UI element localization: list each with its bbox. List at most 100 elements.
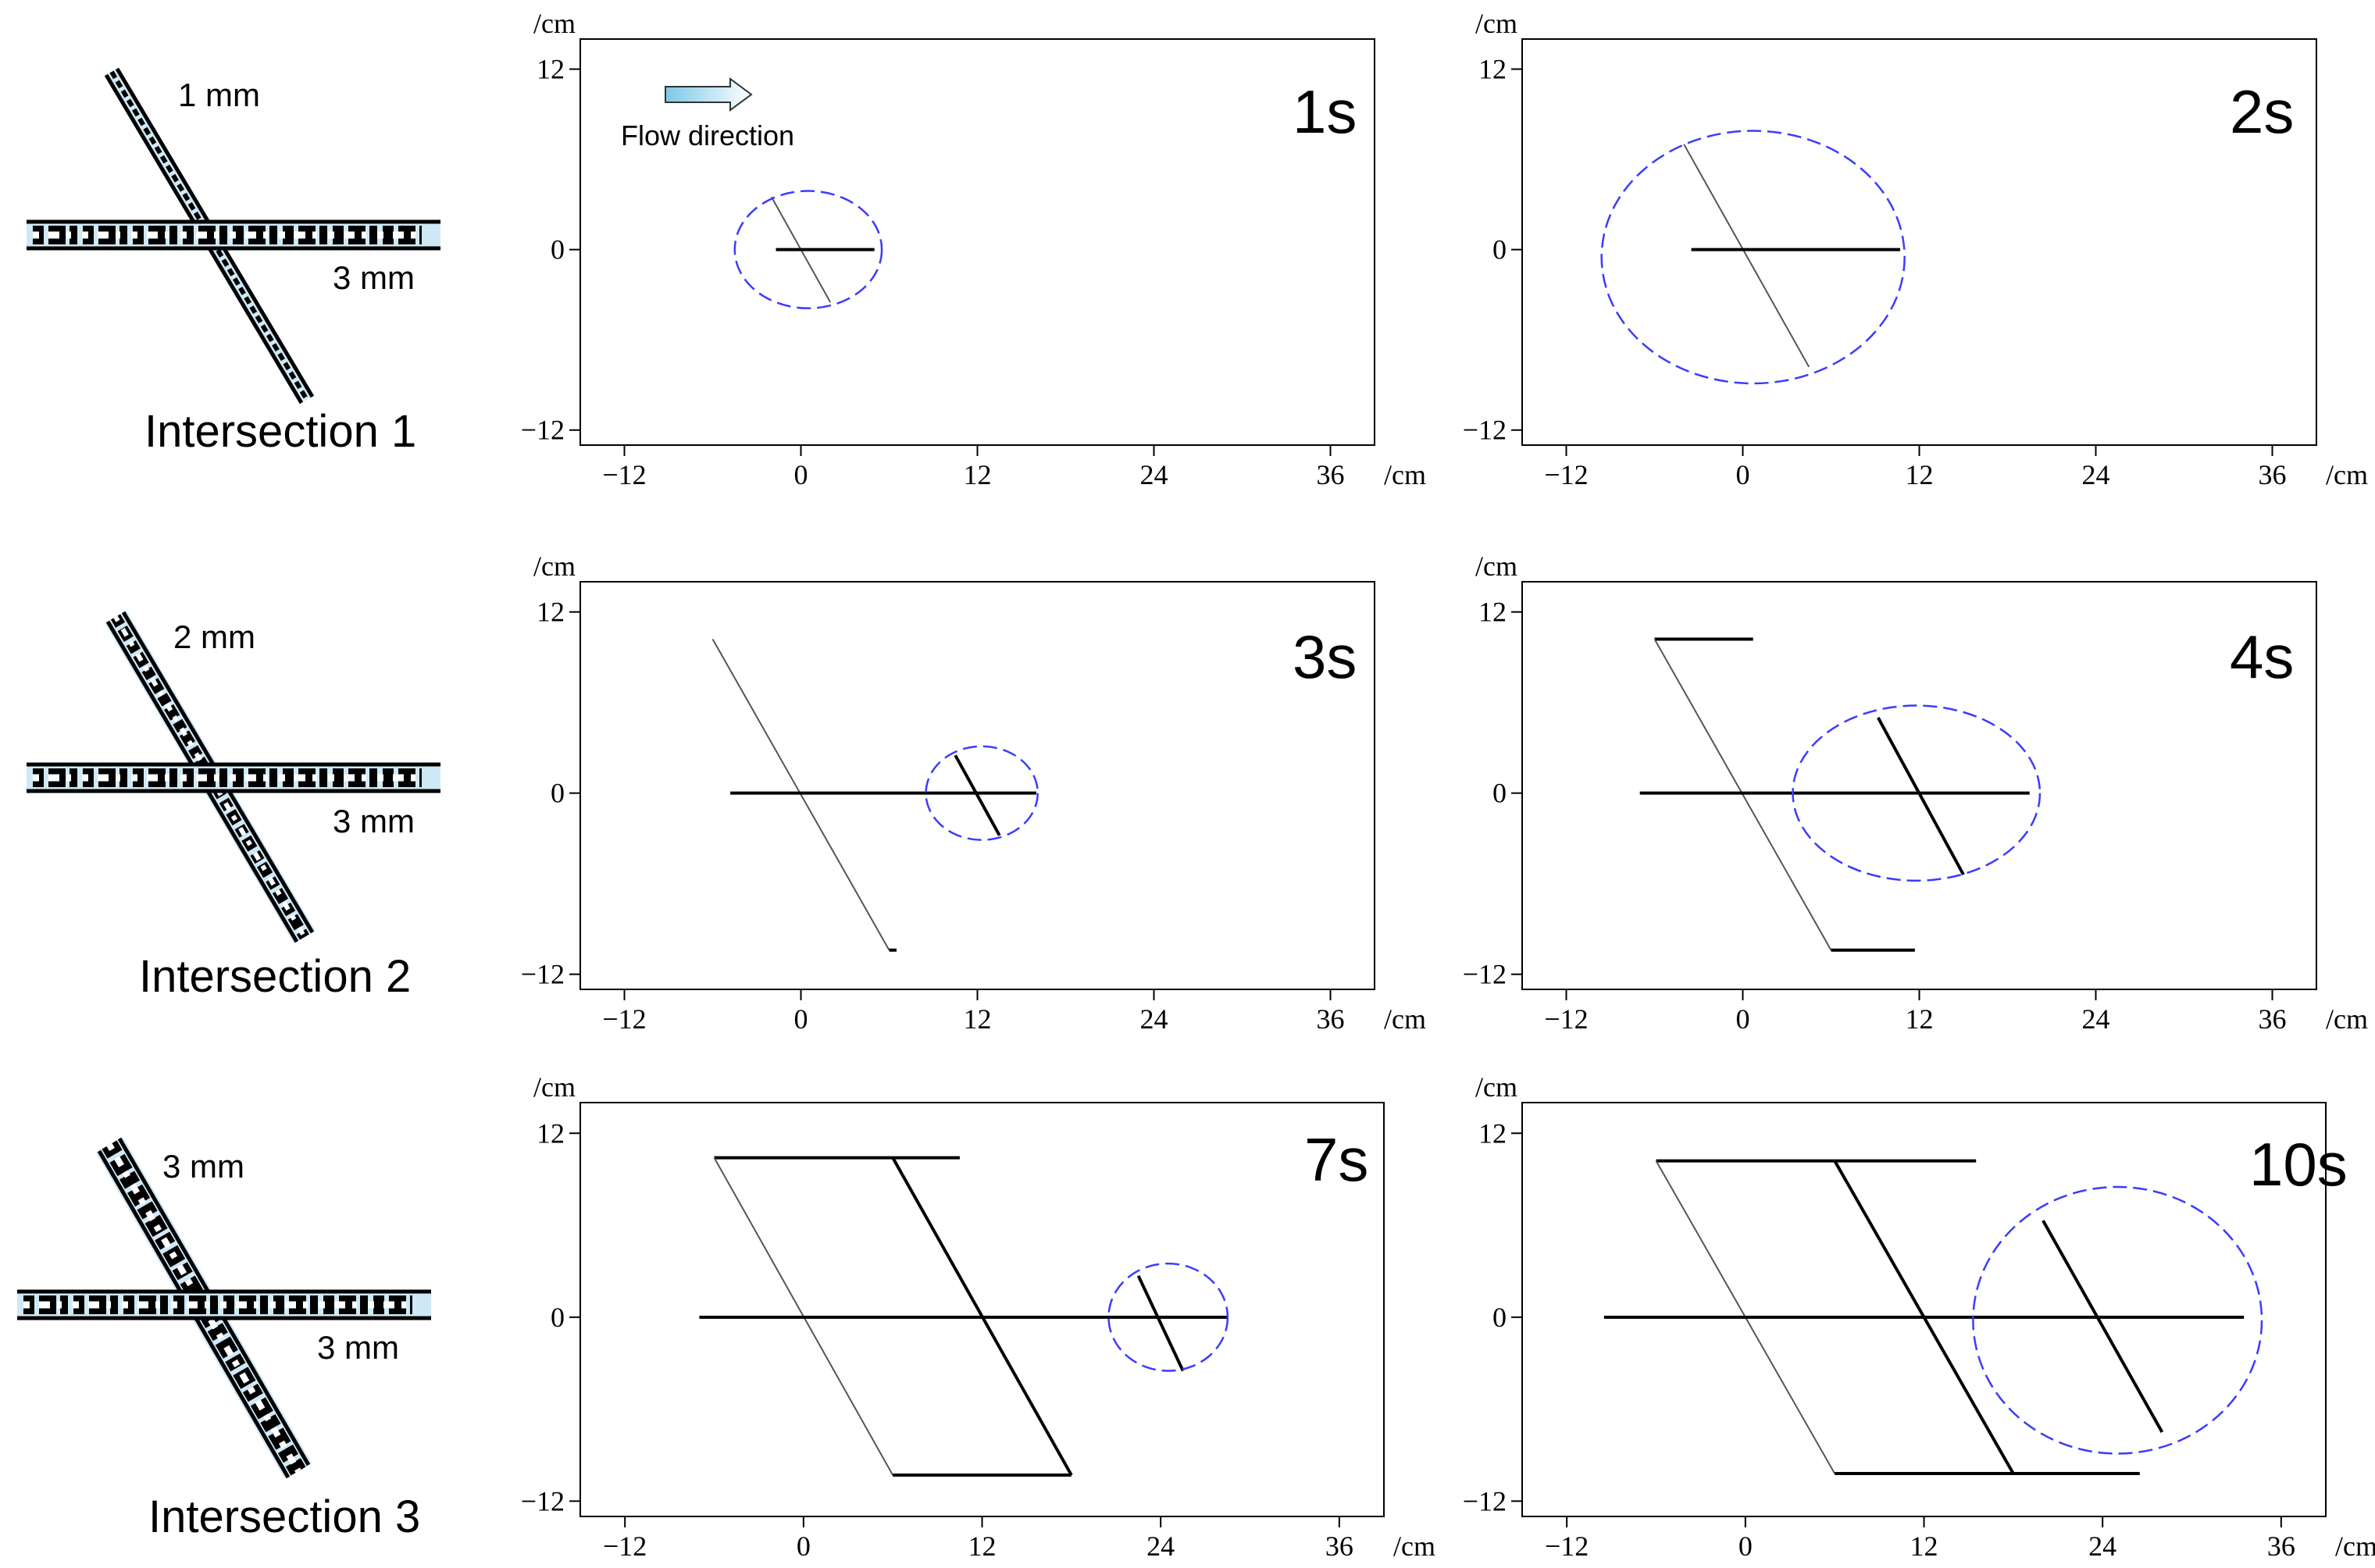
intersection-title: Intersection 2 — [139, 951, 411, 1002]
fracture-segment — [2042, 1220, 2164, 1434]
x-tick-label: 24 — [1140, 1003, 1168, 1035]
x-tick-label: 24 — [1140, 459, 1168, 490]
y-tick-label: 0 — [551, 234, 565, 265]
y-tick-label: −12 — [521, 415, 565, 446]
y-tick-label: 12 — [537, 54, 565, 85]
horizontal-channel — [17, 1289, 431, 1320]
y-tick-label: 12 — [537, 597, 565, 628]
x-tick-label: 24 — [2082, 1003, 2110, 1035]
front-ellipse — [1107, 1262, 1229, 1372]
x-tick-label: 24 — [2082, 459, 2110, 490]
x-tick-label: −12 — [602, 459, 646, 490]
y-tick-label: 0 — [1492, 778, 1507, 809]
y-tick-label: 0 — [1492, 1302, 1507, 1333]
intersection-sketch-1: 1 mm 3 mm Intersection 1 — [27, 67, 440, 457]
front-ellipse — [733, 190, 883, 309]
plot-frame — [1521, 581, 2317, 990]
x-tick-label: 36 — [2267, 1531, 2295, 1562]
time-label: 7s — [1304, 1125, 1368, 1194]
x-tick-label: 0 — [1736, 1003, 1750, 1035]
arrow-shape — [665, 77, 753, 112]
intersection-sketch-3: 3 mm 3 mm Intersection 3 — [17, 1136, 431, 1542]
x-tick-label: 0 — [797, 1531, 811, 1562]
x-unit-label: /cm — [2335, 1531, 2375, 1562]
plot-frame — [579, 581, 1375, 990]
y-tick-label: −12 — [1463, 959, 1507, 990]
y-tick-label: 0 — [551, 1302, 565, 1333]
time-label: 2s — [2230, 77, 2294, 146]
y-unit-label: /cm — [533, 8, 576, 39]
x-unit-label: /cm — [2326, 1003, 2368, 1035]
plot-frame — [579, 1102, 1385, 1517]
x-tick-label: 12 — [1910, 1531, 1938, 1562]
x-tick-label: 12 — [964, 459, 992, 490]
plot-frame — [1521, 38, 2317, 446]
x-tick-label: −12 — [1544, 1003, 1588, 1035]
x-tick-label: 24 — [2088, 1531, 2116, 1562]
y-unit-label: /cm — [1475, 551, 1517, 582]
chart-panel-6: −12 0 12 24 36 12 0 −12/cm/cm 10s — [1463, 1071, 2375, 1562]
y-unit-label: /cm — [1475, 8, 1517, 39]
x-tick-label: 0 — [794, 459, 808, 490]
y-tick-label: 0 — [551, 778, 565, 809]
x-tick-label: 12 — [964, 1003, 992, 1035]
horizontal-channel — [27, 762, 440, 793]
x-tick-label: 36 — [1325, 1531, 1353, 1562]
front-ellipse — [1600, 130, 1906, 385]
x-tick-label: −12 — [1544, 459, 1588, 490]
x-tick-label: −12 — [1545, 1531, 1589, 1562]
x-tick-label: 0 — [1738, 1531, 1753, 1562]
fracture-segment — [954, 754, 1001, 836]
x-tick-label: 36 — [2259, 1003, 2287, 1035]
x-tick-label: 36 — [1317, 1003, 1345, 1035]
x-tick-label: 12 — [1906, 459, 1934, 490]
intersection-sketch-2: 2 mm 3 mm Intersection 2 — [27, 610, 440, 1002]
intersection-title: Intersection 3 — [148, 1491, 420, 1542]
intersection-title: Intersection 1 — [144, 406, 416, 457]
flow-direction-label: Flow direction — [621, 119, 794, 151]
plot-frame — [1521, 1102, 2327, 1517]
y-tick-label: 12 — [1478, 1117, 1507, 1149]
right-arrow-icon — [665, 77, 753, 112]
y-tick-label: 12 — [1478, 54, 1507, 85]
x-unit-label: /cm — [1384, 1003, 1426, 1035]
x-tick-label: 0 — [794, 1003, 808, 1035]
y-tick-label: 0 — [1492, 234, 1507, 265]
front-ellipse — [1792, 704, 2042, 882]
x-tick-label: 12 — [1906, 1003, 1934, 1035]
y-unit-label: /cm — [533, 551, 576, 582]
x-tick-label: −12 — [602, 1003, 646, 1035]
chart-panel-3: −12 0 12 24 36 12 0 −12/cm/cm 3s — [521, 551, 1426, 1035]
fracture-segment — [1683, 144, 1810, 368]
y-tick-label: −12 — [521, 1485, 565, 1516]
x-tick-label: 36 — [1317, 459, 1345, 490]
x-tick-label: 12 — [968, 1531, 997, 1562]
y-tick-label: 12 — [1478, 597, 1507, 628]
time-label: 1s — [1293, 77, 1357, 146]
y-unit-label: /cm — [533, 1071, 576, 1103]
front-ellipse — [1972, 1185, 2263, 1455]
y-tick-label: −12 — [1463, 415, 1507, 446]
aperture-label-b: 3 mm — [317, 1329, 399, 1366]
y-tick-label: 12 — [537, 1117, 565, 1149]
time-label: 4s — [2230, 622, 2294, 691]
time-label: 3s — [1293, 622, 1357, 691]
x-tick-label: 36 — [2259, 459, 2287, 490]
front-ellipse — [925, 745, 1039, 841]
x-tick-label: 0 — [1736, 459, 1750, 490]
y-tick-label: −12 — [521, 959, 565, 990]
aperture-label-a: 2 mm — [173, 618, 255, 655]
fracture-segment — [1136, 1274, 1185, 1372]
y-unit-label: /cm — [1475, 1071, 1517, 1103]
aperture-label-b: 3 mm — [333, 259, 415, 296]
x-unit-label: /cm — [1384, 459, 1426, 490]
y-tick-label: −12 — [1463, 1485, 1507, 1516]
x-unit-label: /cm — [2326, 459, 2368, 490]
x-tick-label: 24 — [1146, 1531, 1175, 1562]
time-label: 10s — [2249, 1130, 2348, 1199]
fracture-segment — [1877, 717, 1965, 876]
aperture-label-a: 3 mm — [162, 1148, 244, 1185]
